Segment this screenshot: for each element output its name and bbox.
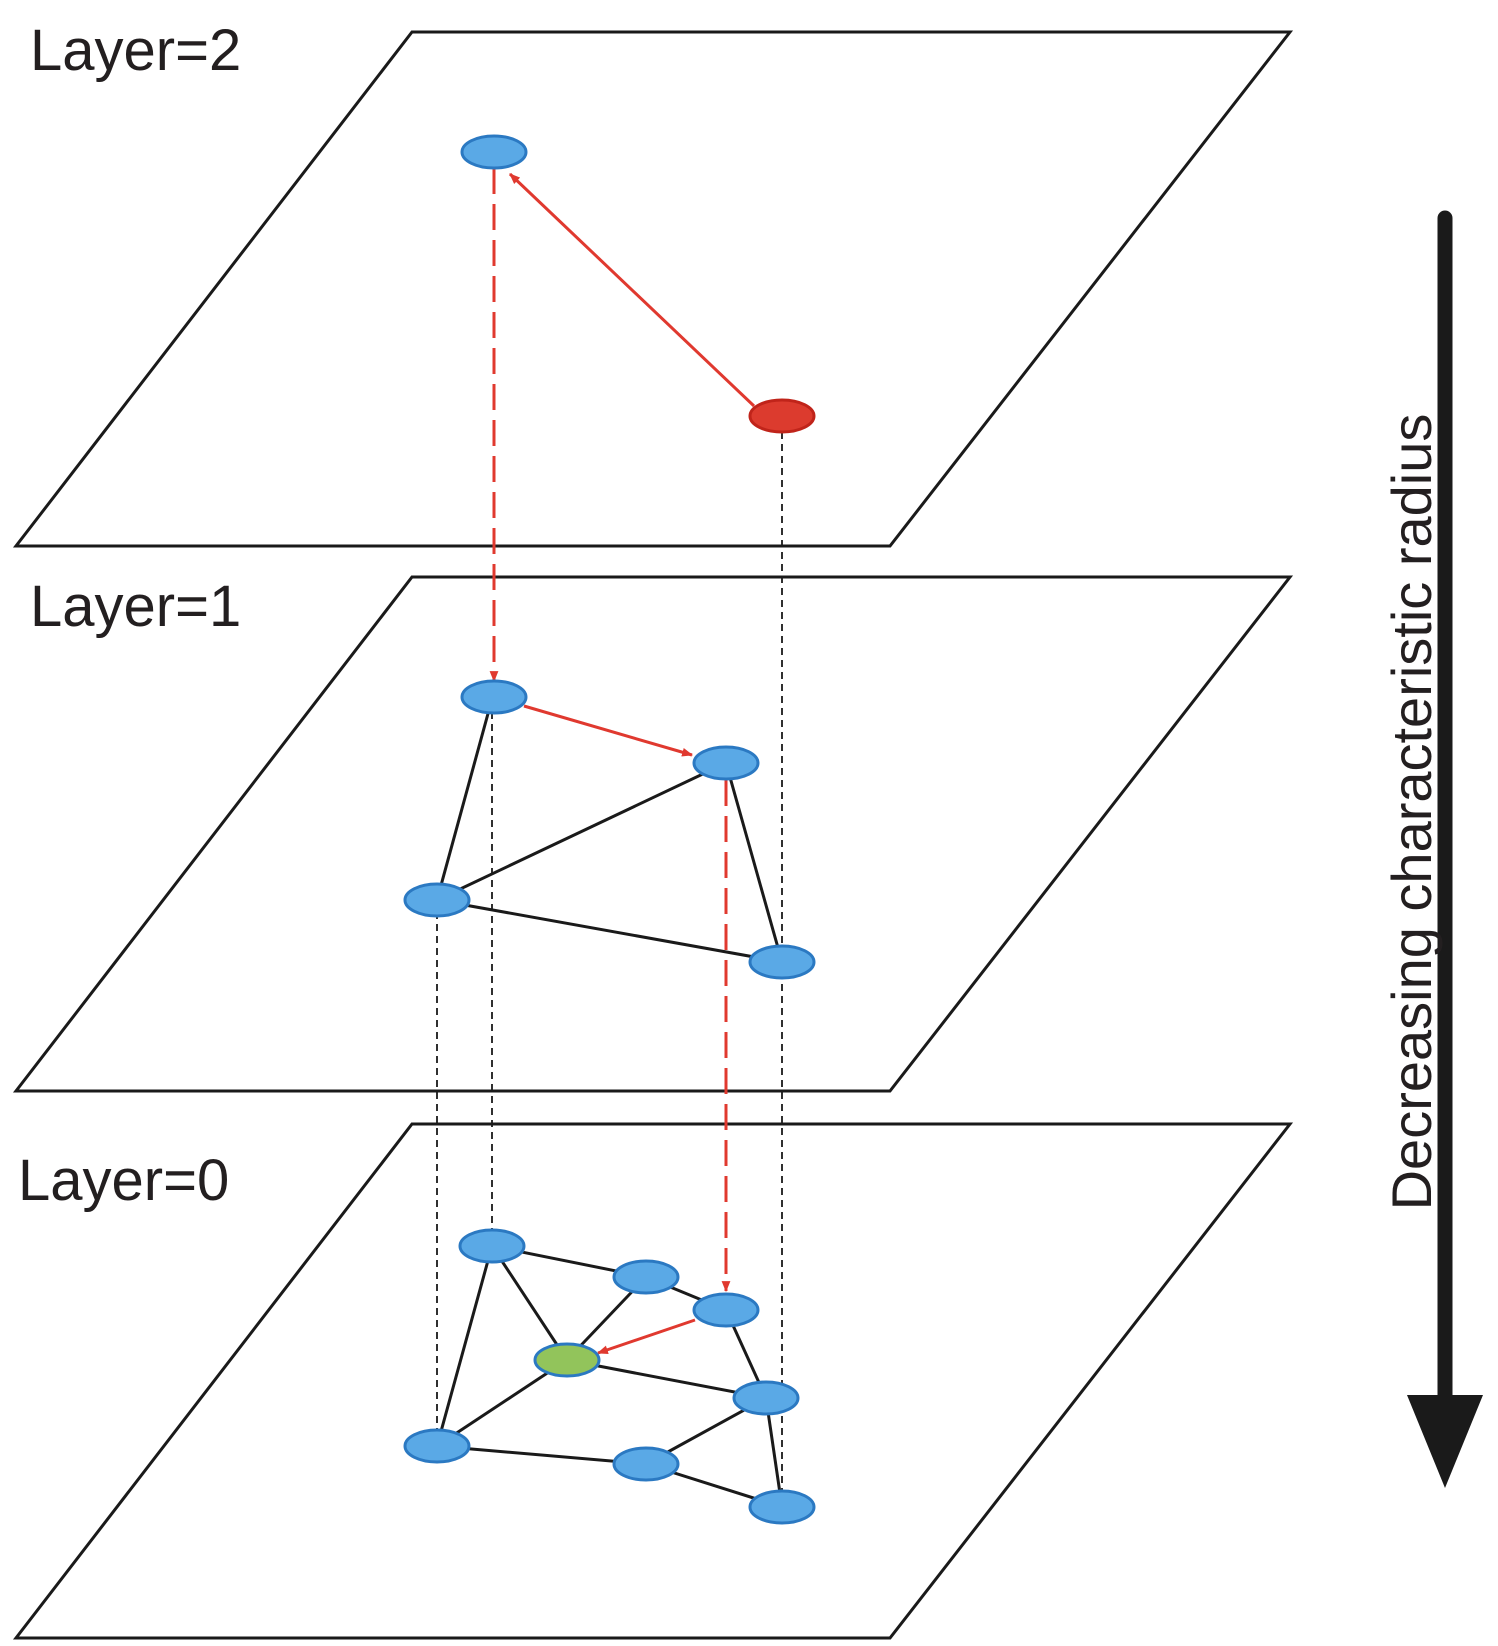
node-layer-0 — [612, 1259, 680, 1295]
graph-edge — [435, 1245, 494, 1447]
node-layer-0 — [692, 1292, 760, 1328]
search-path — [489, 168, 756, 1355]
projection-lines — [436, 432, 783, 1507]
graph-edge — [436, 1358, 568, 1448]
search-step-arrow — [523, 704, 694, 757]
graph-edge — [436, 761, 727, 902]
search-step-arrow — [508, 172, 756, 408]
graph-edge — [764, 1397, 784, 1508]
graph-edge — [566, 1358, 767, 1400]
node-layer-2 — [460, 134, 528, 170]
plane-layer-1 — [12, 575, 1294, 1093]
layer-2-label: Layer=2 — [30, 18, 242, 83]
plane-layer-2 — [12, 30, 1294, 548]
layer-1-edges — [435, 698, 784, 964]
node-layer-0 — [732, 1380, 800, 1416]
graph-edge — [436, 898, 783, 964]
node-layer-0 — [458, 1228, 526, 1264]
node-layer-1 — [460, 679, 528, 715]
graph-edge — [435, 698, 494, 901]
graph-edge — [724, 762, 784, 963]
layer-0-label: Layer=0 — [18, 1148, 230, 1213]
node-layer-0 — [612, 1446, 680, 1482]
graph-edge — [490, 1245, 569, 1361]
graph-edge — [436, 1444, 647, 1466]
node-layer-1 — [748, 944, 816, 980]
node-layer-0 — [403, 1428, 471, 1464]
node-layer-1 — [692, 745, 760, 781]
node-layer-0 — [748, 1489, 816, 1525]
entry-point-node — [748, 398, 816, 434]
axis-arrow-head — [1407, 1395, 1483, 1488]
plane-layer-0 — [12, 1122, 1294, 1640]
node-layer-1 — [403, 882, 471, 918]
target-node — [533, 1342, 601, 1378]
axis-label: Decreasing characteristic radius — [1380, 413, 1443, 1211]
layer-1-label: Layer=1 — [30, 574, 242, 639]
search-step-arrow — [596, 1318, 696, 1355]
axis-arrow — [1407, 210, 1483, 1488]
